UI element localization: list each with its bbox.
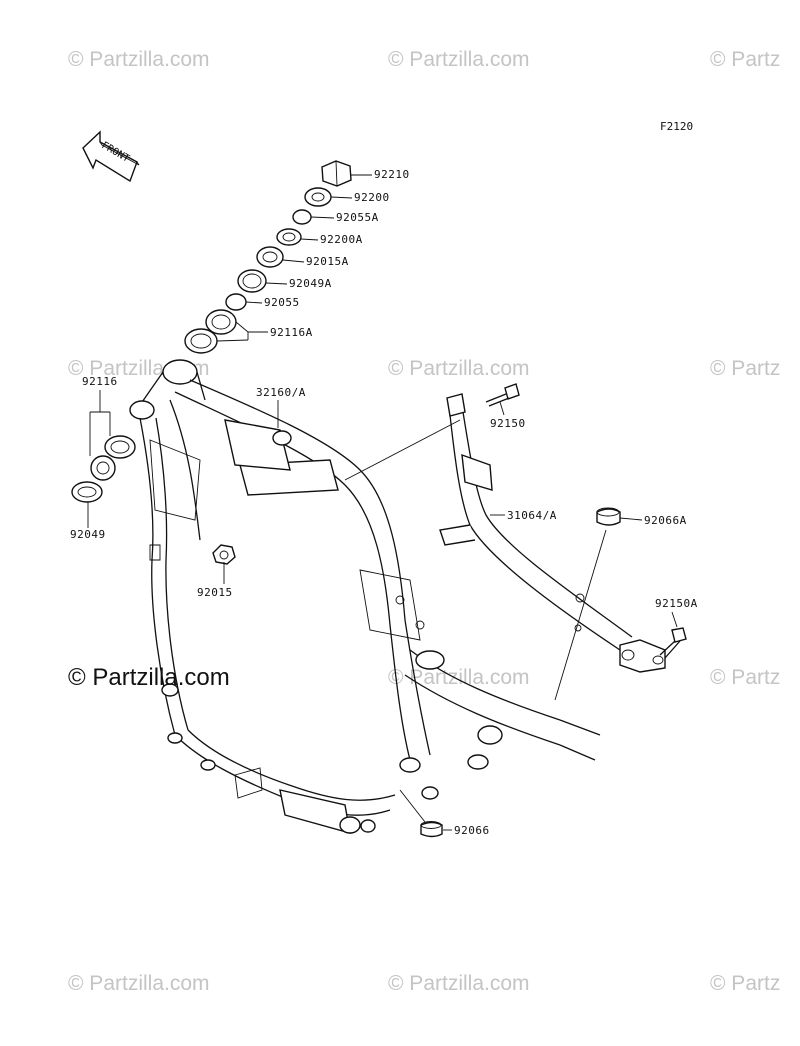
lower-bearing-parts — [71, 435, 136, 503]
watermark: © Partzilla.com — [68, 48, 210, 71]
watermark: © Partzilla.com — [388, 972, 530, 995]
bolt-92150A-icon — [659, 627, 687, 659]
part-label-92066[interactable]: 92066 — [454, 824, 490, 837]
part-label-92049A[interactable]: 92049A — [289, 277, 332, 290]
part-label-92200[interactable]: 92200 — [354, 191, 390, 204]
cap-92066-icon — [420, 821, 443, 838]
part-label-32160A[interactable]: 32160/A — [256, 386, 306, 399]
part-label-92200A[interactable]: 92200A — [320, 233, 363, 246]
part-label-92150A[interactable]: 92150A — [655, 597, 698, 610]
diagram-code: F2120 — [660, 120, 694, 133]
part-label-92210[interactable]: 92210 — [374, 168, 410, 181]
watermark: © Partz — [710, 48, 781, 71]
part-label-92015A[interactable]: 92015A — [306, 255, 349, 268]
motorcycle-frame — [129, 359, 601, 834]
rear-subframe — [439, 393, 666, 673]
part-label-92055A[interactable]: 92055A — [336, 211, 379, 224]
watermark: © Partz — [710, 357, 781, 380]
part-label-92066A[interactable]: 92066A — [644, 514, 687, 527]
watermark: © Partz — [710, 972, 781, 995]
leader-lines — [87, 174, 678, 831]
cap-92066A-icon — [596, 507, 621, 526]
part-label-92049[interactable]: 92049 — [70, 528, 106, 541]
part-label-92015[interactable]: 92015 — [197, 586, 233, 599]
watermark: © Partz — [710, 666, 781, 689]
watermark: © Partzilla.com — [388, 357, 530, 380]
part-label-31064A[interactable]: 31064/A — [507, 509, 557, 522]
front-arrow-icon: FRONT — [82, 130, 140, 183]
watermark-main: © Partzilla.com — [68, 664, 230, 691]
nut-92015-icon — [212, 544, 236, 565]
watermark: © Partzilla.com — [388, 666, 530, 689]
part-label-92055[interactable]: 92055 — [264, 296, 300, 309]
steering-stem-parts — [184, 160, 352, 354]
part-label-92116A[interactable]: 92116A — [270, 326, 313, 339]
part-label-92116[interactable]: 92116 — [82, 375, 118, 388]
part-label-92150[interactable]: 92150 — [490, 417, 526, 430]
bolt-92150-icon — [485, 383, 520, 407]
watermark: © Partzilla.com — [388, 48, 530, 71]
watermark: © Partzilla.com — [68, 972, 210, 995]
